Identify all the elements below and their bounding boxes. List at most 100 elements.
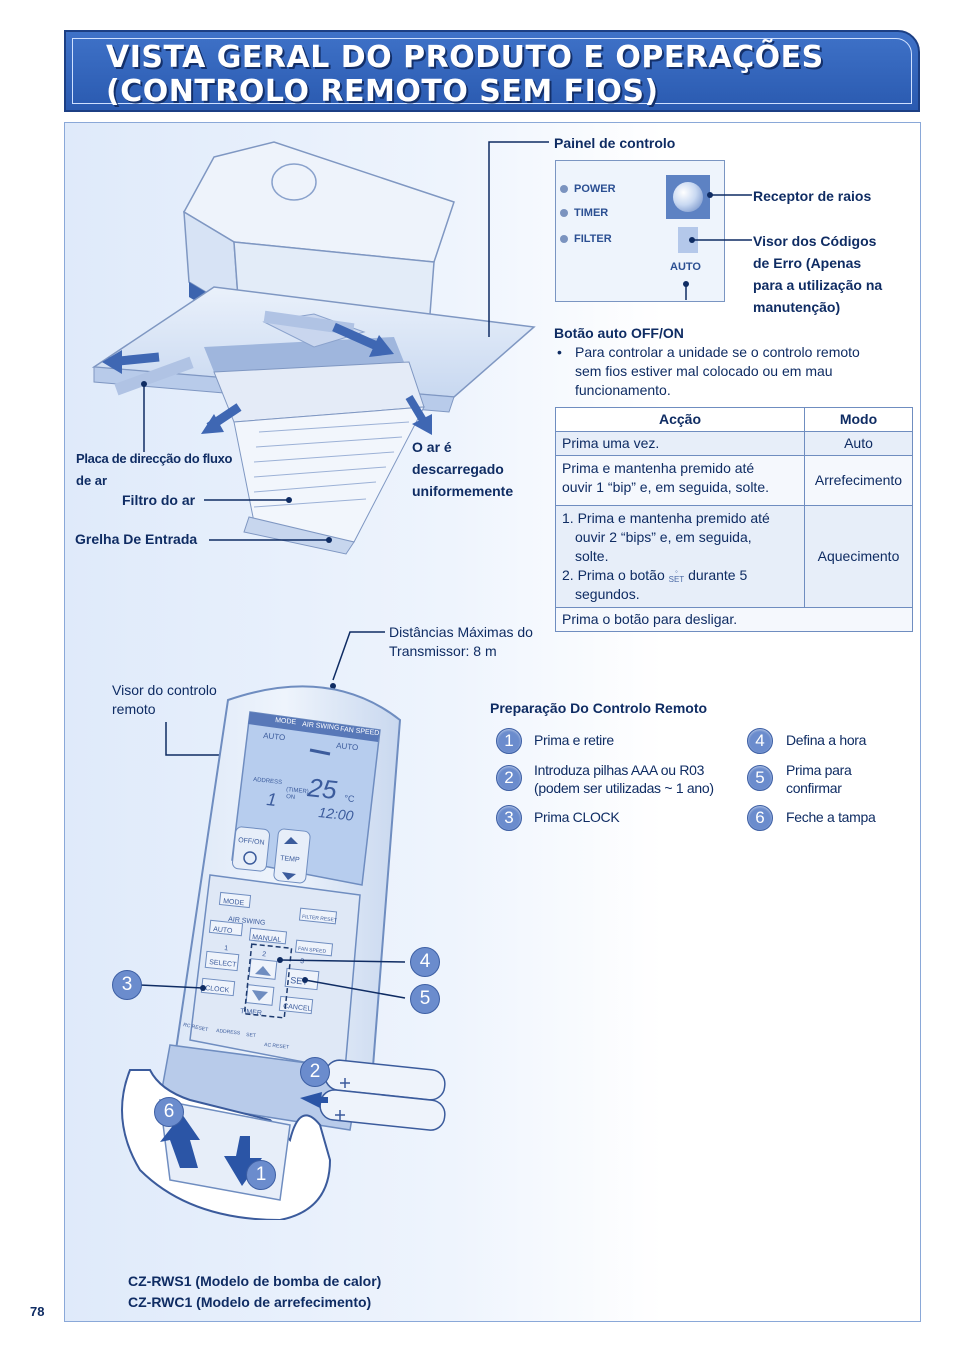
table-cell-acao: 1. Prima e mantenha premido até ouvir 2 … — [555, 505, 805, 608]
model-line-1: CZ-RWS1 (Modelo de bomba de calor) — [128, 1273, 382, 1289]
callout-number-2: 2 — [300, 1057, 330, 1087]
table-cell-acao: Prima e mantenha premido até ouvir 1 “bi… — [555, 455, 805, 506]
number-2: 2 — [262, 951, 267, 958]
label-visor-codigos-1: Visor dos Códigos — [753, 233, 877, 249]
action-mode-table: Acção Modo Prima uma vez. Auto Prima e m… — [555, 407, 913, 632]
indicator-filter: FILTER — [560, 233, 612, 245]
table-row: 1. Prima e mantenha premido até ouvir 2 … — [555, 505, 913, 608]
label-visor-codigos-4: manutenção) — [753, 299, 841, 315]
auto-button-desc-2: sem fios estiver mal colocado ou em mau — [575, 363, 833, 379]
lcd-swing-icon — [309, 748, 331, 756]
lcd-timer: (TIMER) — [286, 787, 309, 795]
table-row: Prima e mantenha premido até ouvir 1 “bi… — [555, 455, 913, 506]
label-visor-codigos-2: de Erro (Apenas — [753, 255, 862, 271]
time-up-icon — [255, 966, 271, 976]
error-code-display — [678, 227, 698, 253]
control-panel-leaders — [683, 192, 752, 300]
step-number-4: 4 — [747, 728, 773, 754]
label-grelha-de-entrada: Grelha De Entrada — [75, 531, 198, 547]
step-text-5-line-2: confirmar — [786, 780, 842, 796]
auto-button-label: AUTO — [670, 261, 701, 273]
control-panel-detail: POWER TIMER FILTER AUTO — [555, 160, 725, 302]
callout-number-5: 5 — [410, 984, 440, 1014]
lcd-address: ADDRESS — [253, 777, 282, 786]
step-number-6: 6 — [747, 805, 773, 831]
model-line-2: CZ-RWC1 (Modelo de arrefecimento) — [128, 1294, 372, 1310]
step-text-2-line-1: Introduza pilhas AAA ou R03 — [534, 762, 705, 778]
label-visor-codigos-3: para a utilização na — [753, 277, 883, 293]
remote-controller-illustration: MODE AIR SWING FAN SPEED AUTO AUTO ADDRE… — [121, 631, 446, 1220]
callout-number-1: 1 — [246, 1160, 276, 1190]
lcd-auto-left: AUTO — [263, 731, 286, 742]
table-cell-text: 2. Prima o botão — [562, 567, 665, 583]
label-distancia-1: Distâncias Máximas do — [389, 624, 533, 640]
title-banner-inner-border — [72, 38, 912, 104]
step-number-3: 3 — [496, 805, 522, 831]
table-cell-modo: Auto — [804, 431, 913, 456]
lcd-address-value: 1 — [266, 789, 278, 810]
mode-button: MODE — [223, 898, 245, 907]
step-text-1: Prima e retire — [534, 732, 614, 748]
table-header-acao: Acção — [555, 407, 805, 432]
lcd-timer-on: ON — [286, 794, 296, 801]
title-banner: VISTA GERAL DO PRODUTO E OPERAÇÕES (CONT… — [64, 30, 920, 112]
label-filtro-do-ar: Filtro do ar — [122, 492, 196, 508]
table-row: Prima uma vez. Auto — [555, 431, 913, 456]
label-distancia-2: Transmissor: 8 m — [389, 643, 497, 659]
temp-down-icon — [282, 872, 296, 880]
lcd-auto-right: AUTO — [336, 741, 359, 752]
clock-button: CLOCK — [205, 985, 230, 995]
set-button: SET — [290, 975, 309, 987]
step-text-4: Defina a hora — [786, 732, 867, 748]
address-label: ADDRESS — [216, 1028, 241, 1037]
label-visor-remoto-1: Visor do controlo — [112, 682, 217, 698]
step-text-6: Feche a tampa — [786, 809, 876, 825]
lcd-tab-air-swing: AIR SWING — [302, 721, 340, 732]
number-3: 3 — [300, 958, 305, 965]
lcd-clock: 12:00 — [318, 804, 355, 824]
table-header-modo: Modo — [804, 407, 913, 432]
label-ar-line-1: O ar é — [412, 439, 452, 455]
cancel-button: CANCEL — [283, 1003, 312, 1013]
temp-button-label: TEMP — [280, 855, 300, 864]
table-cell-acao: Prima o botão para desligar. — [555, 607, 913, 632]
step-number-2: 2 — [496, 765, 522, 791]
air-swing-label: AIR SWING — [228, 916, 266, 927]
set-button-icon: ◦SET — [668, 567, 685, 585]
step-text-5-line-1: Prima para — [786, 762, 852, 778]
table-cell-text: durante 5 — [688, 567, 748, 583]
rc-reset-label: RC RESET — [183, 1022, 209, 1033]
label-receptor: Receptor de raios — [753, 188, 872, 204]
timer-label: TIMER — [240, 1008, 262, 1017]
table-cell-line: ouvir 1 “bip” e, em seguida, solte. — [562, 479, 769, 495]
table-cell-modo: Arrefecimento — [804, 455, 913, 506]
table-cell-line: solte. — [575, 548, 609, 564]
step-number-5: 5 — [747, 765, 773, 791]
indoor-unit-illustration — [91, 141, 549, 555]
title-line-1: VISTA GERAL DO PRODUTO E OPERAÇÕES — [106, 40, 824, 75]
fan-speed-button: FAN SPEED — [298, 946, 327, 955]
table-header-row: Acção Modo — [555, 407, 913, 432]
label-painel-de-controlo: Painel de controlo — [554, 135, 676, 151]
table-cell-line: segundos. — [575, 586, 640, 602]
callout-number-4: 4 — [410, 947, 440, 977]
auto-button-bullet: • — [557, 344, 562, 360]
lcd-temperature: 25 — [305, 772, 338, 805]
power-icon — [243, 851, 257, 865]
table-row: Prima o botão para desligar. — [555, 607, 913, 632]
table-cell-modo: Aquecimento — [804, 505, 913, 608]
table-cell-line: Prima e mantenha premido até — [562, 460, 755, 476]
table-cell-line: 1. Prima e mantenha premido até — [562, 510, 770, 526]
table-cell-line: ouvir 2 “bips” e, em seguida, — [575, 529, 752, 545]
prep-title: Preparação Do Controlo Remoto — [490, 700, 708, 716]
offon-button-label: OFF/ON — [238, 837, 265, 847]
page-number: 78 — [30, 1304, 45, 1319]
indicator-power: POWER — [560, 183, 616, 195]
table-cell-acao: Prima uma vez. — [555, 431, 805, 456]
label-ar-line-2: descarregado — [412, 461, 504, 477]
select-button: SELECT — [209, 959, 238, 969]
filter-reset-button: FILTER RESET — [302, 914, 337, 924]
label-ar-line-3: uniformemente — [412, 483, 514, 499]
table-cell-line: 2. Prima o botão ◦SET durante 5 — [562, 566, 798, 585]
temp-up-icon — [284, 837, 298, 844]
